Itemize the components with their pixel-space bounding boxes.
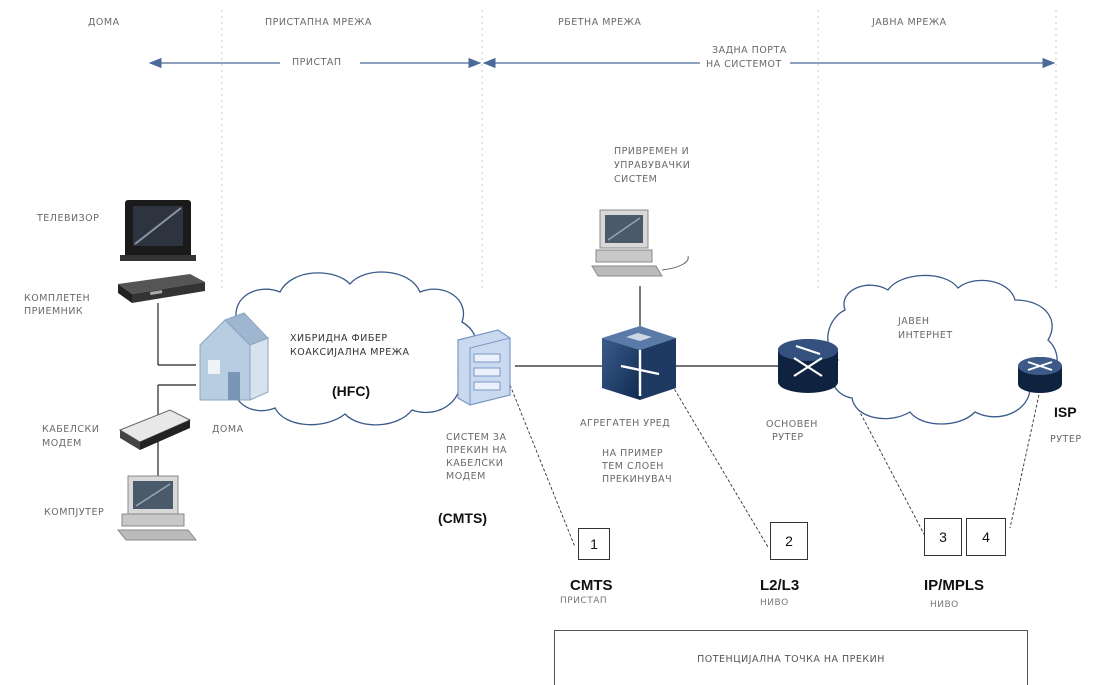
core-router-icon bbox=[778, 339, 838, 393]
aggregation-switch-icon bbox=[602, 326, 676, 400]
aggregator-example-line1: НА ПРИМЕР bbox=[602, 448, 664, 459]
backend-label-line2: НА СИСТЕМОТ bbox=[706, 59, 782, 70]
mgmt-label-line1: ПРИВРЕМЕН И bbox=[614, 146, 690, 157]
zone-home-title: ДОМА bbox=[88, 17, 120, 28]
house-icon bbox=[199, 312, 269, 401]
isp-router-icon bbox=[1018, 357, 1062, 393]
settop-box-icon bbox=[118, 274, 205, 303]
point-4-sub: НИВО bbox=[930, 600, 959, 610]
cmts-label-line1: СИСТЕМ ЗА bbox=[446, 432, 507, 443]
internet-label-line1: ЈАВЕН bbox=[898, 316, 930, 327]
core-router-label-line2: РУТЕР bbox=[772, 432, 804, 443]
internet-cloud bbox=[827, 274, 1058, 425]
point-4-title: IP/MPLS bbox=[924, 577, 985, 594]
hfc-label-line1: ХИБРИДНА ФИБЕР bbox=[290, 333, 388, 344]
cable-modem-icon bbox=[118, 409, 192, 450]
internet-label-line2: ИНТЕРНЕТ bbox=[898, 330, 953, 341]
management-terminal-icon bbox=[591, 209, 689, 277]
settop-label-line2: ПРИЕМНИК bbox=[24, 306, 84, 317]
computer-icon bbox=[116, 475, 198, 541]
cmts-label-line4: МОДЕМ bbox=[446, 471, 486, 482]
point-2-sub: НИВО bbox=[760, 598, 789, 608]
break-point-2: 2 bbox=[770, 522, 808, 560]
legend-text: ПОТЕНЦИЈАЛНА ТОЧКА НА ПРЕКИН bbox=[697, 654, 885, 665]
zone-dividers bbox=[221, 10, 1057, 290]
television-icon bbox=[120, 200, 196, 261]
pointer-1 bbox=[509, 384, 576, 548]
modem-label-line1: КАБЕЛСКИ bbox=[42, 424, 100, 435]
mgmt-label-line2: УПРАВУВАЧКИ bbox=[614, 160, 691, 171]
backend-label-line1: ЗАДНА ПОРТА bbox=[712, 45, 787, 56]
pointer-4 bbox=[1009, 389, 1041, 529]
cmts-label-line3: КАБЕЛСКИ bbox=[446, 458, 504, 469]
zone-backbone-title: РБЕТНА МРЕЖА bbox=[558, 17, 642, 28]
house-label: ДОМА bbox=[212, 424, 244, 435]
mgmt-label-line3: СИСТЕМ bbox=[614, 174, 658, 185]
access-arrow-label: ПРИСТАП bbox=[292, 57, 342, 68]
zone-access-title: ПРИСТАПНА МРЕЖА bbox=[265, 17, 372, 28]
tv-label: ТЕЛЕВИЗОР bbox=[37, 213, 100, 224]
aggregator-label: АГРЕГАТЕН УРЕД bbox=[580, 418, 671, 429]
pointer-lines bbox=[509, 377, 1041, 548]
point-1-title: CMTS bbox=[570, 577, 613, 594]
pointer-2 bbox=[671, 384, 769, 548]
aggregator-example-line3: ПРЕКИНУВАЧ bbox=[602, 474, 673, 485]
break-point-1: 1 bbox=[578, 528, 610, 560]
point-2-title: L2/L3 bbox=[760, 577, 800, 594]
hfc-abbr: (HFC) bbox=[332, 383, 371, 399]
settop-label-line1: КОМПЛЕТЕН bbox=[24, 293, 91, 304]
hfc-label-line2: КОАКСИЈАЛНА МРЕЖА bbox=[290, 347, 410, 358]
zone-public-title: ЈАВНА МРЕЖА bbox=[872, 17, 947, 28]
break-point-4: 4 bbox=[966, 518, 1006, 556]
cmts-device-icon bbox=[457, 329, 511, 406]
modem-label-line2: МОДЕМ bbox=[42, 438, 82, 449]
core-router-label-line1: ОСНОВЕН bbox=[766, 419, 818, 430]
cmts-abbr: (CMTS) bbox=[438, 510, 487, 526]
isp-label: ISP bbox=[1054, 404, 1077, 420]
point-1-sub: ПРИСТАП bbox=[560, 596, 608, 606]
aggregator-example-line2: ТЕМ СЛОЕН bbox=[602, 461, 664, 472]
isp-router-label: РУТЕР bbox=[1050, 434, 1082, 445]
computer-label: КОМПЈУТЕР bbox=[44, 507, 105, 518]
cmts-label-line2: ПРЕКИН НА bbox=[446, 445, 508, 456]
break-point-3: 3 bbox=[924, 518, 962, 556]
legend-box: ПОТЕНЦИЈАЛНА ТОЧКА НА ПРЕКИН bbox=[554, 630, 1028, 685]
